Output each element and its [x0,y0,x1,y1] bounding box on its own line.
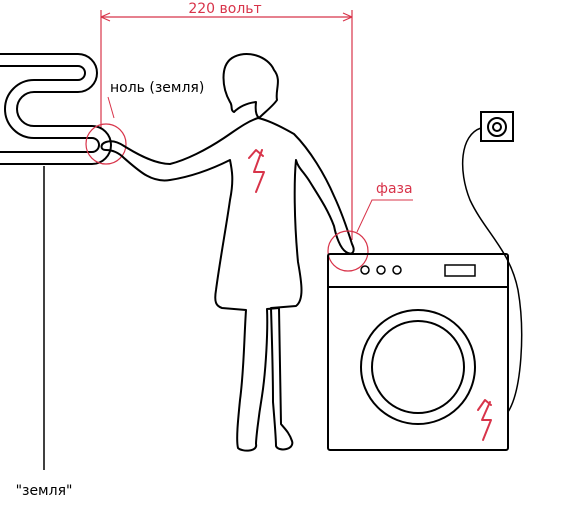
washing-machine [327,253,509,451]
ground-label: "земля" [16,483,73,499]
woman-silhouette [100,53,355,452]
power-outlet-icon [480,111,514,142]
lightning-bolt-icon [477,399,492,441]
washer-door-outer [360,309,476,425]
washer-door-inner [371,320,465,414]
phase-contact-marker [327,230,369,272]
phase-label: фаза [376,181,413,197]
lightning-bolt-icon [248,149,265,193]
voltage-dimension [100,10,353,240]
neutral-contact-marker [85,123,127,165]
towel-rail [0,53,112,165]
voltage-label: 220 вольт [188,1,261,17]
washer-knob [392,265,402,275]
washer-knob [376,265,386,275]
neutral-label: ноль (земля) [110,80,204,96]
phase-leader [356,199,413,233]
power-cable [461,127,523,413]
neutral-leader [107,96,115,119]
washer-knob [360,265,370,275]
washer-display [444,264,476,277]
